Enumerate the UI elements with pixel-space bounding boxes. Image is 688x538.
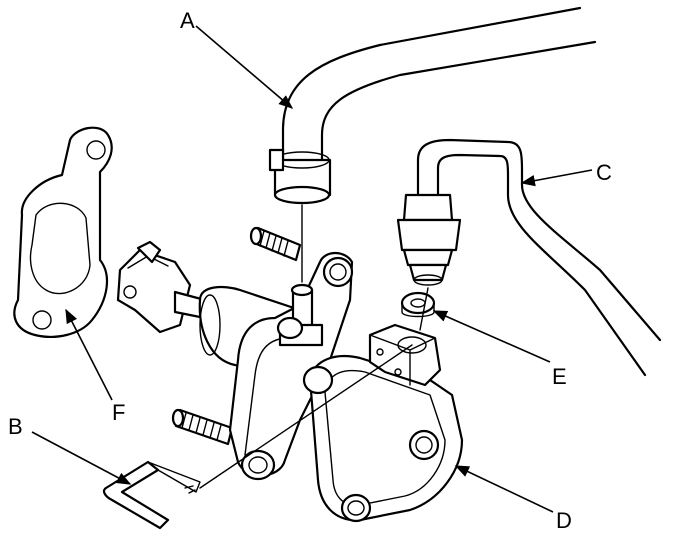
label-f: F	[112, 400, 125, 425]
pushrod-clevis	[116, 240, 224, 334]
guide-lines	[199, 204, 429, 489]
clutch-hose	[268, 6, 597, 205]
label-b: B	[8, 414, 23, 439]
label-a: A	[180, 8, 195, 33]
label-e: E	[552, 364, 567, 389]
sealing-washer	[400, 291, 436, 318]
gasket	[13, 126, 113, 338]
mounting-stud-upper	[249, 226, 302, 262]
slave-cylinder	[198, 251, 464, 523]
label-c: C	[596, 160, 612, 185]
mounting-stud-lower	[171, 408, 234, 446]
clutch-pipe	[396, 138, 662, 377]
callout-leaders	[31, 25, 593, 513]
label-d: D	[556, 508, 572, 533]
hex-wrench	[102, 460, 201, 530]
